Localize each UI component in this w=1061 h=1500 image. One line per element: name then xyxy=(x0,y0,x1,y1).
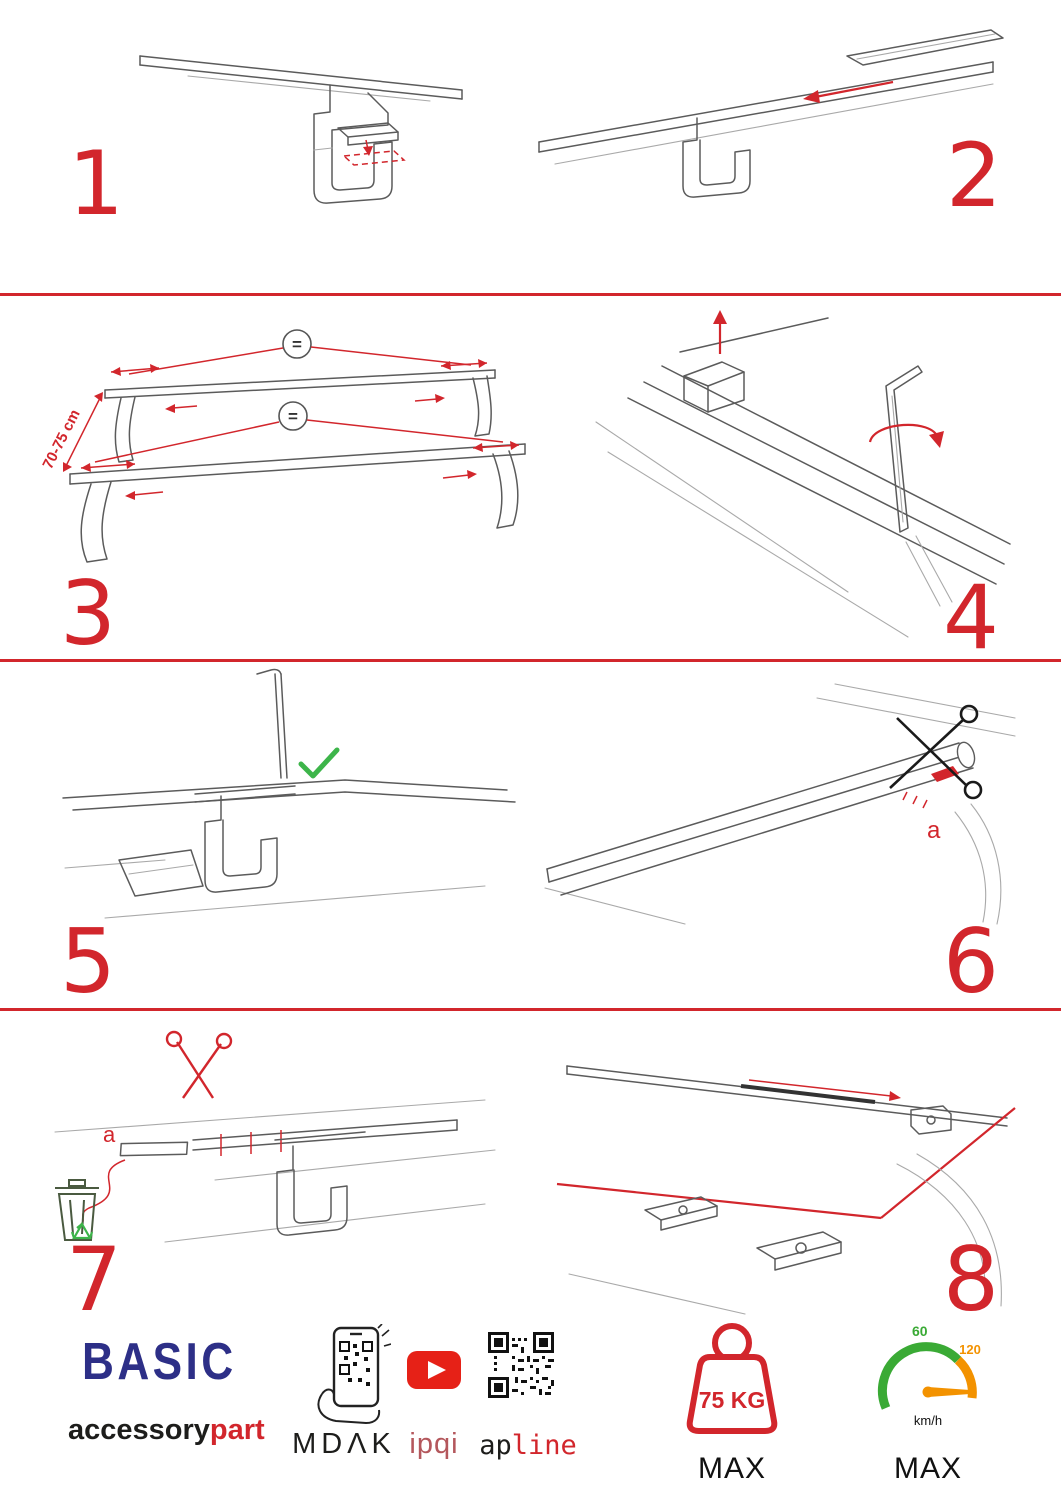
step-2-number: 2 xyxy=(946,124,1002,227)
clamp-drawing xyxy=(274,1131,366,1236)
step-3-number: 3 xyxy=(60,562,116,665)
qr-label-red: line xyxy=(511,1430,577,1461)
part-a-label: a xyxy=(927,817,941,844)
equal-badge-bottom: = xyxy=(94,401,504,463)
rubber-pad-drawing xyxy=(337,122,399,146)
roof-context xyxy=(595,421,909,638)
pin-drawing xyxy=(256,668,288,779)
scissors-icon xyxy=(889,704,983,800)
checkmark-icon xyxy=(298,747,340,779)
step-7-number: 7 xyxy=(66,1228,122,1331)
scissors-icon-red xyxy=(165,1030,233,1099)
strip-on-bar xyxy=(740,1079,901,1104)
clamp-piece-2 xyxy=(756,1231,842,1271)
cover-strip-drawing xyxy=(846,29,1004,66)
clamp-drawing xyxy=(194,785,296,893)
equal-sign-top: = xyxy=(292,335,302,354)
window-curves xyxy=(568,1153,1002,1315)
qr-label: apline xyxy=(478,1430,578,1461)
allen-key-drawing xyxy=(885,365,923,533)
step-7-illustration: a xyxy=(54,1030,496,1243)
hand-outline xyxy=(317,1388,381,1424)
clamp-drawing xyxy=(683,361,745,413)
speed-high: 120 xyxy=(959,1342,981,1357)
step-6-illustration: a xyxy=(544,683,1016,925)
trash-icon xyxy=(55,1179,99,1241)
foot-drawing xyxy=(118,849,204,897)
phone-qr-icon xyxy=(317,1324,391,1424)
step-5-illustration xyxy=(62,668,516,919)
roof-surface xyxy=(62,779,516,919)
dimension-label: 70-75 cm xyxy=(39,407,83,472)
roof-context xyxy=(544,683,1016,925)
youtube-icon xyxy=(407,1351,461,1389)
speedometer-icon: 60 120 km/h xyxy=(877,1323,981,1428)
divider-2 xyxy=(0,659,1061,662)
step-1-illustration xyxy=(139,55,463,204)
part-a-label: a xyxy=(103,1122,116,1147)
brand-subtitle-red: part xyxy=(209,1414,265,1446)
phone-outline xyxy=(332,1326,380,1408)
step-2-illustration xyxy=(538,29,1004,198)
end-clamp xyxy=(910,1105,952,1135)
step-8-number: 8 xyxy=(943,1228,999,1331)
bar-drawing xyxy=(546,741,976,896)
bar-drawing xyxy=(139,55,463,102)
brand-subtitle: accessorypart xyxy=(68,1414,265,1447)
rotate-arrow xyxy=(868,423,944,448)
equal-sign-bottom: = xyxy=(288,407,298,426)
insert-arrow xyxy=(713,310,727,354)
qr-label-black: ap xyxy=(479,1430,512,1461)
step-3-illustration: = = 70-75 cm xyxy=(39,329,526,563)
dimension-marks xyxy=(80,359,520,472)
step-4-illustration xyxy=(595,310,1011,638)
clamp-piece-1 xyxy=(644,1196,718,1231)
height-dimension: 70-75 cm xyxy=(39,392,103,472)
speed-low: 60 xyxy=(912,1323,928,1339)
roof-rail-lines xyxy=(627,317,1011,585)
foot-arrows xyxy=(125,394,477,500)
clamp-drawing xyxy=(682,117,751,198)
weight-value: 75 KG xyxy=(699,1387,765,1413)
qr-on-screen xyxy=(339,1341,373,1386)
bar-drawing xyxy=(566,1065,1008,1127)
brand-subtitle-black: accessory xyxy=(68,1414,210,1446)
roof-context xyxy=(54,1099,496,1243)
seal-lines xyxy=(905,535,953,607)
step-8-illustration xyxy=(556,1065,1016,1315)
step-4-number: 4 xyxy=(943,566,999,669)
step-6-number: 6 xyxy=(943,910,999,1013)
speed-max-label: MAX xyxy=(893,1452,962,1485)
equal-badge-top: = xyxy=(128,329,472,375)
divider-3 xyxy=(0,1008,1061,1011)
clamp-drawing xyxy=(313,84,393,204)
recycle-icon xyxy=(70,1221,94,1240)
guide-lines xyxy=(556,1107,1016,1220)
phone-qr-label: MDΛK xyxy=(292,1428,396,1460)
cut-marks xyxy=(220,1130,282,1156)
step-1-number: 1 xyxy=(68,132,124,235)
speed-unit: km/h xyxy=(914,1413,942,1428)
cut-dashes xyxy=(902,791,928,809)
front-bar-drawing xyxy=(69,443,526,563)
discard-curve xyxy=(80,1159,126,1225)
weight-max-icon: 75 KG xyxy=(686,1323,778,1434)
qr-modules xyxy=(488,1332,554,1398)
youtube-label: ipqi xyxy=(409,1428,459,1460)
brand-title: BASIC xyxy=(82,1333,237,1391)
cut-piece xyxy=(119,1141,189,1157)
weight-max-label: MAX xyxy=(697,1452,766,1485)
divider-1 xyxy=(0,293,1061,296)
qr-code xyxy=(488,1332,554,1398)
step-5-number: 5 xyxy=(60,910,116,1013)
pad-target-outline xyxy=(342,139,406,166)
rear-bar-drawing xyxy=(104,369,496,463)
scan-ticks xyxy=(377,1324,391,1347)
slide-arrow xyxy=(803,80,894,103)
bar-drawing xyxy=(538,61,994,165)
needle xyxy=(928,1387,970,1397)
strip-drawing xyxy=(192,1119,458,1151)
